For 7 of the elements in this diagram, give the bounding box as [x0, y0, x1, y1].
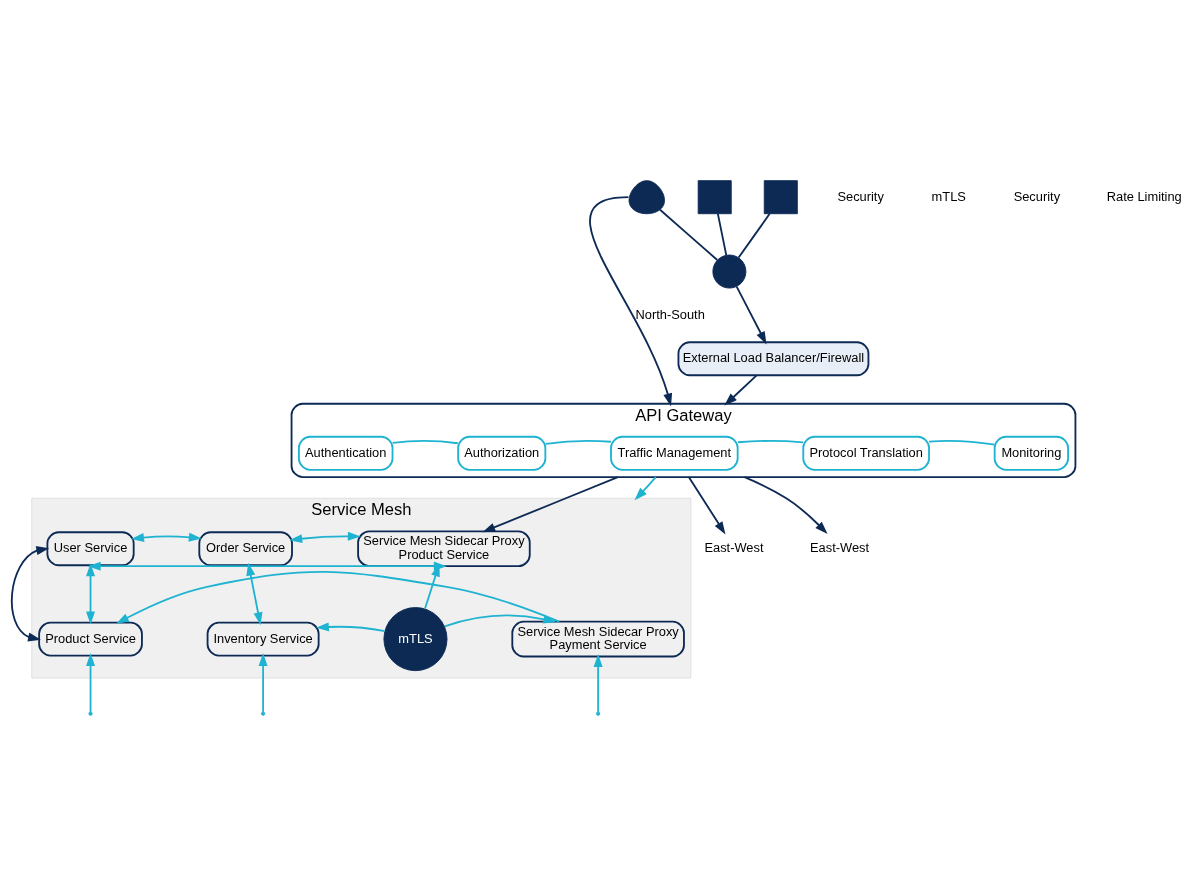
- label: Security: [1013, 188, 1061, 204]
- label: Security: [837, 188, 884, 204]
- edge-label: North-South: [635, 306, 705, 322]
- node-text: East-West: [810, 540, 870, 556]
- label: Rate Limiting: [1106, 188, 1182, 204]
- label: mTLS: [931, 188, 966, 204]
- node-text: East-West: [704, 540, 764, 556]
